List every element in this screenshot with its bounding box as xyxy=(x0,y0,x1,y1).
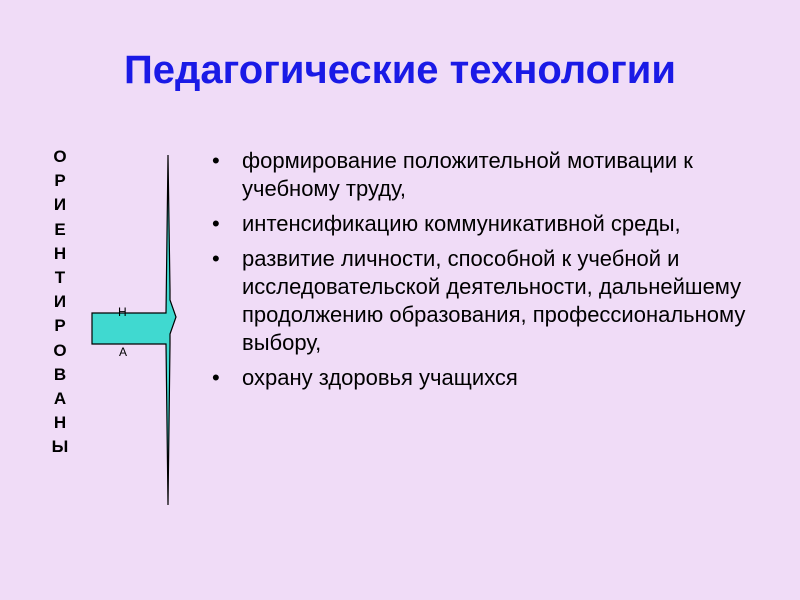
list-item: • формирование положительной мотивации к … xyxy=(210,147,770,203)
vertical-letter: О xyxy=(53,147,67,166)
list-item: • охрану здоровья учащихся xyxy=(210,364,770,392)
vertical-letter: Р xyxy=(54,316,66,336)
vertical-letter: Н xyxy=(53,243,67,263)
bullet-text: охрану здоровья учащихся xyxy=(242,365,518,390)
vertical-letter: Е xyxy=(54,219,66,239)
vertical-letter: А xyxy=(53,388,67,408)
arrow-label-bottom: А xyxy=(119,345,128,359)
vertical-letter: Н xyxy=(53,413,67,433)
slide-title: Педагогические технологии xyxy=(124,48,676,92)
vertical-letter: Ы xyxy=(51,437,69,457)
bullet-dot: • xyxy=(212,246,220,271)
bullet-dot: • xyxy=(212,365,220,390)
vertical-letter: И xyxy=(53,292,67,312)
bullet-text: интенсификацию коммуникативной среды, xyxy=(242,211,681,236)
vertical-letter: В xyxy=(53,364,67,384)
bullet-list: • формирование положительной мотивации к … xyxy=(210,147,770,399)
arrow-label-top: Н xyxy=(118,305,127,319)
arrow-shape xyxy=(91,154,177,506)
vertical-letter: О xyxy=(53,340,67,360)
bullet-dot: • xyxy=(212,211,220,236)
vertical-letter: Р xyxy=(54,171,66,191)
bullet-text: развитие личности, способной к учебной и… xyxy=(242,246,746,355)
bullet-text: формирование положительной мотивации к у… xyxy=(242,148,693,201)
list-item: • интенсификацию коммуникативной среды, xyxy=(210,210,770,238)
bullet-dot: • xyxy=(212,148,220,173)
list-item: • развитие личности, способной к учебной … xyxy=(210,245,770,357)
vertical-letter: Т xyxy=(54,267,66,287)
vertical-letter: И xyxy=(53,195,67,215)
